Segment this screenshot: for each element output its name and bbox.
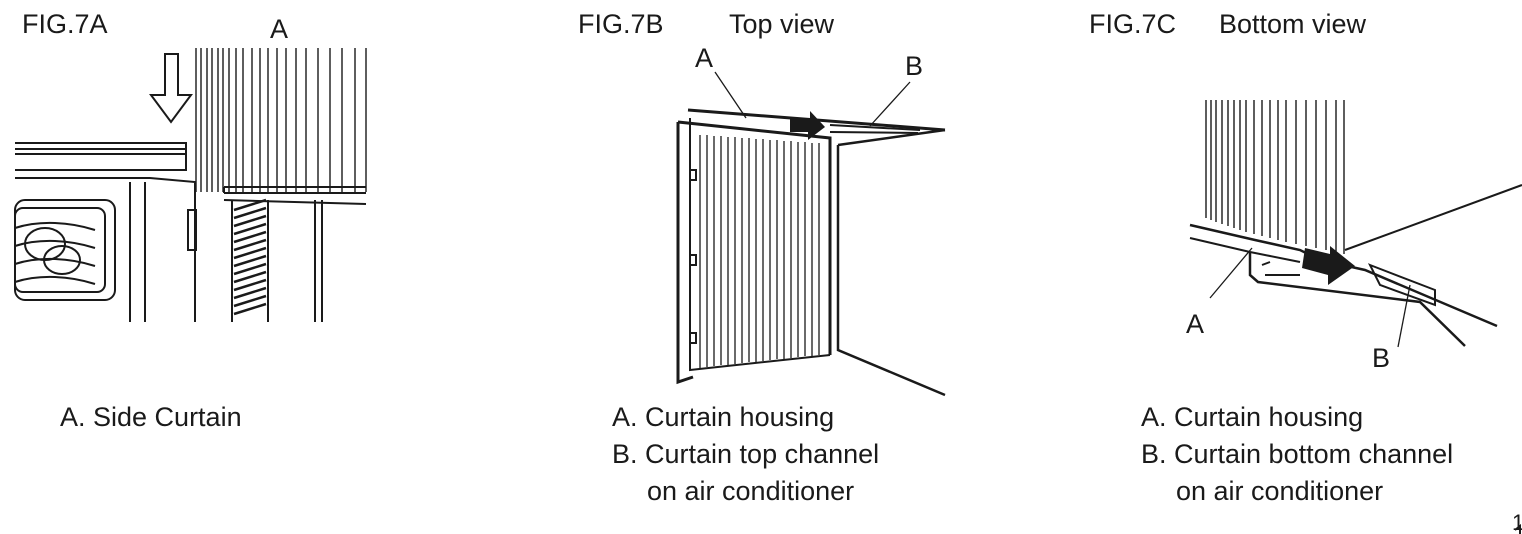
fig7c-subtitle: Bottom view — [1219, 9, 1367, 39]
fig7a-drawing — [14, 48, 367, 322]
caption-line: B. Curtain top channel — [612, 439, 880, 469]
fig7b-drawing — [676, 71, 946, 397]
fig7c-callout-a: A — [1186, 309, 1205, 339]
fig7b-callout-a: A — [695, 43, 714, 73]
fig7a-caption: A. Side Curtain — [60, 399, 242, 436]
page-number: 1 — [1512, 512, 1522, 534]
caption-line: A. Side Curtain — [60, 402, 242, 432]
fig7a-callout-a: A — [270, 14, 289, 44]
slide-arrow-icon — [790, 111, 825, 140]
fig7c-caption: A. Curtain housing B. Curtain bottom cha… — [1141, 399, 1453, 510]
fig7b-title: FIG.7B — [578, 9, 664, 39]
fig7a-title: FIG.7A — [22, 9, 108, 39]
caption-line: on air conditioner — [1176, 476, 1384, 506]
caption-line: on air conditioner — [647, 476, 855, 506]
fig7c-drawing — [1189, 100, 1522, 534]
fig7c-callout-b: B — [1372, 343, 1391, 373]
caption-line: B. Curtain bottom channel — [1141, 439, 1454, 469]
caption-line: A. Curtain housing — [1141, 402, 1364, 432]
fig7b-callout-b: B — [905, 51, 924, 81]
fig7c-title: FIG.7C — [1089, 9, 1177, 39]
fig7b-caption: A. Curtain housing B. Curtain top channe… — [612, 399, 879, 510]
down-arrow-icon — [149, 53, 193, 124]
caption-line: A. Curtain housing — [612, 402, 835, 432]
slide-arrow-icon — [1302, 246, 1355, 285]
fig7b-subtitle: Top view — [729, 9, 835, 39]
